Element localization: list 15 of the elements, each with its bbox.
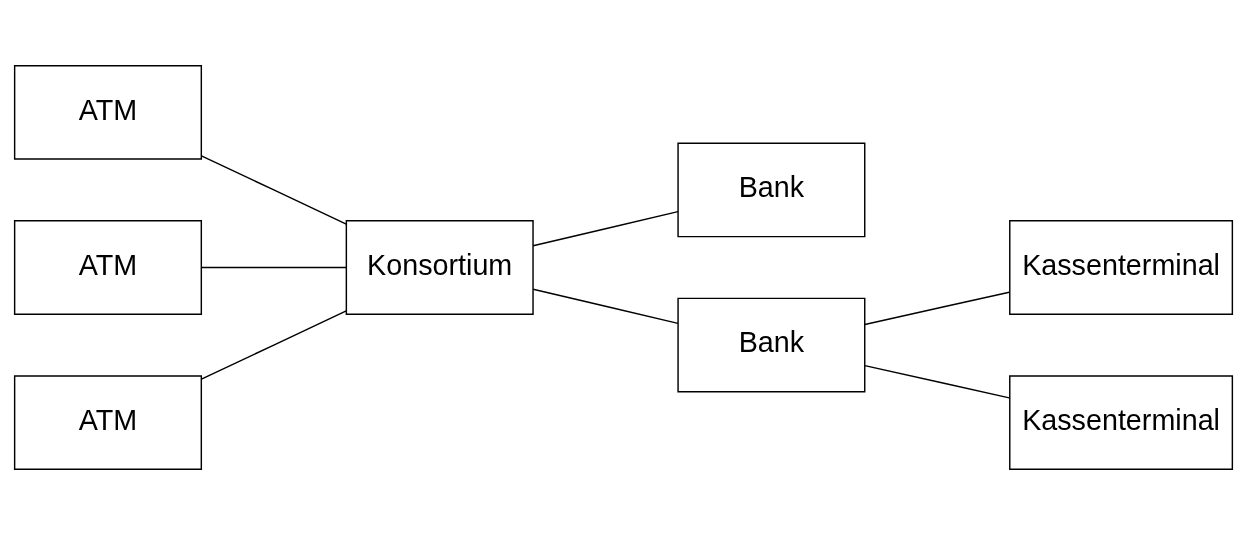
node-box: ATM	[13, 220, 203, 315]
connector	[200, 266, 347, 269]
node-box: Konsortium	[345, 220, 534, 315]
connector	[200, 310, 347, 380]
node-box: ATM	[13, 375, 203, 470]
connector	[864, 291, 1010, 326]
connector	[864, 364, 1010, 399]
node-box: Bank	[677, 297, 866, 393]
connector	[200, 155, 347, 225]
node-box: ATM	[13, 65, 203, 160]
connector	[532, 210, 679, 247]
node-box: Kassenterminal	[1009, 375, 1234, 470]
node-box: Bank	[677, 142, 866, 238]
connector	[532, 288, 679, 325]
node-box: Kassenterminal	[1009, 220, 1234, 315]
